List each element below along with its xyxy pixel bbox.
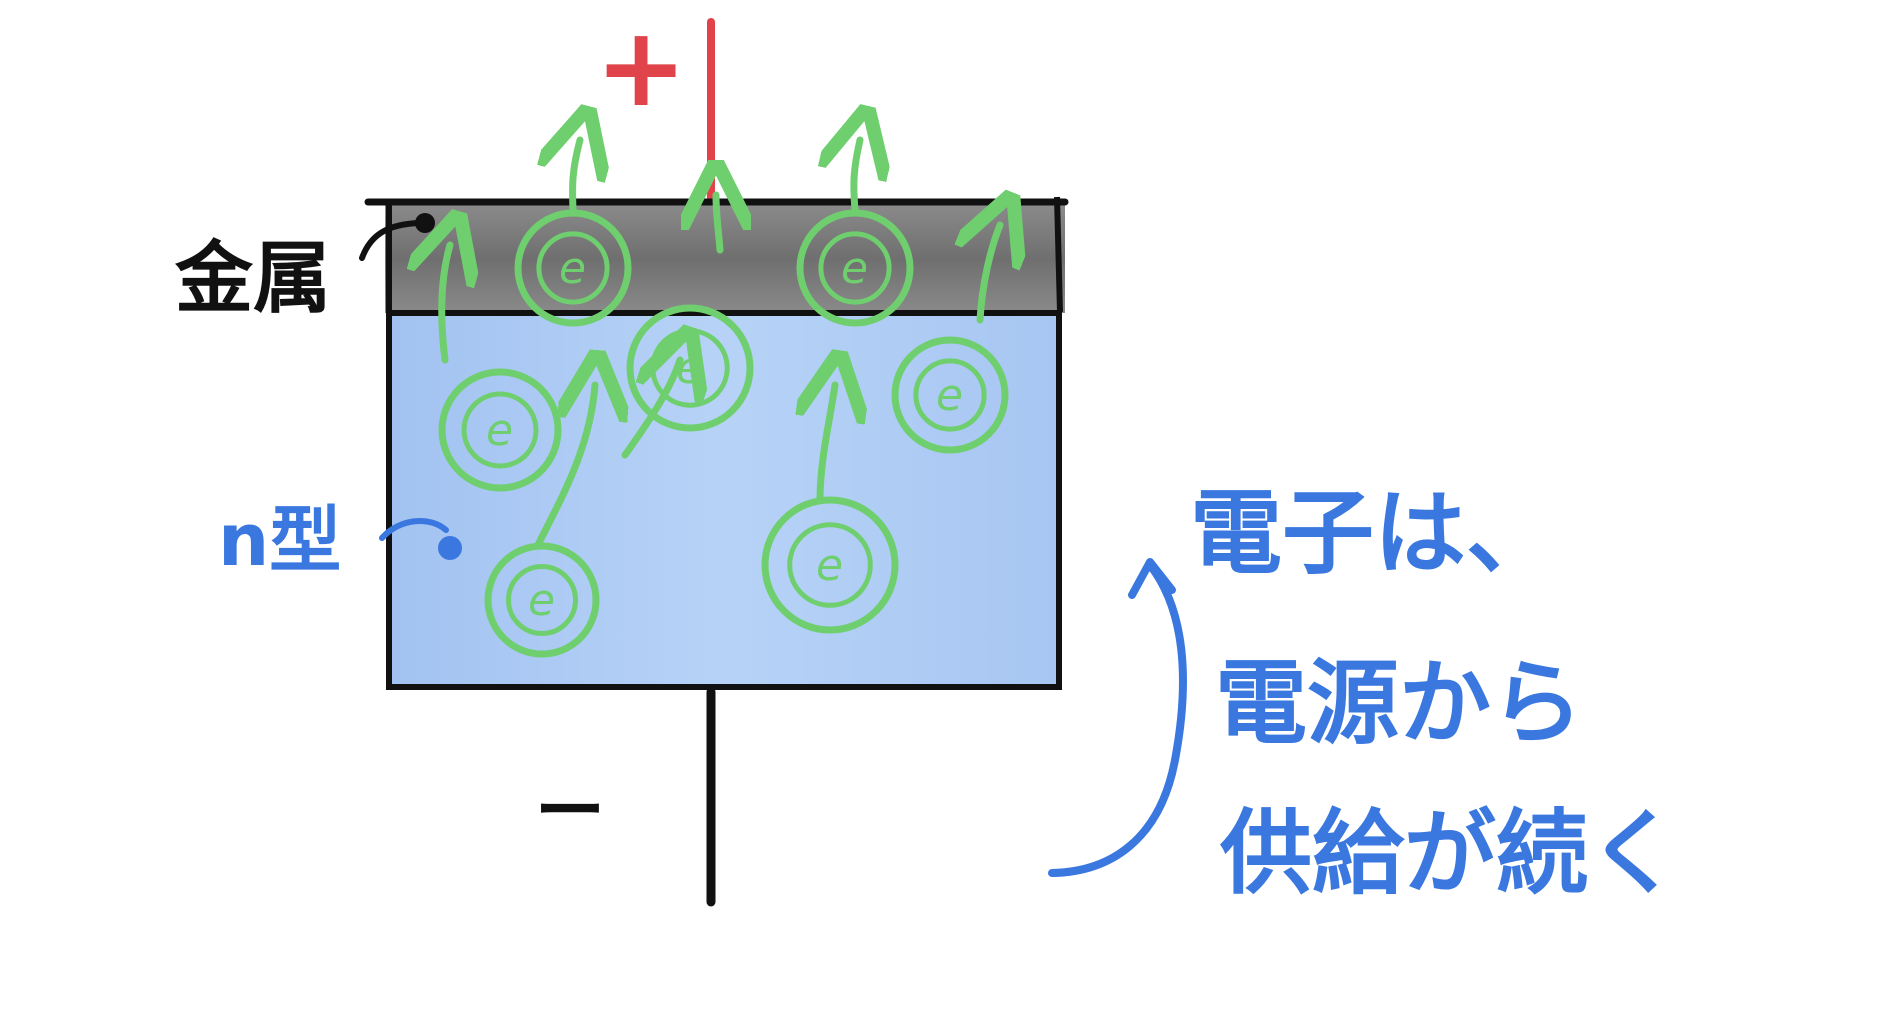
n-type-pointer-line	[379, 517, 449, 541]
metal-right-edge	[1054, 196, 1063, 313]
electron-circle	[438, 368, 562, 492]
plus-sign: +	[595, 3, 687, 131]
note-line-3: 供給が続く	[1220, 800, 1680, 907]
electron-circle	[761, 496, 899, 634]
metal-pointer-dot	[415, 213, 435, 233]
electron-inner-ring	[787, 522, 873, 608]
electron-symbol: e	[841, 243, 868, 294]
electron-symbol: e	[816, 540, 843, 591]
electron-symbol: e	[486, 405, 513, 456]
note-line-2: 電源から	[1215, 650, 1583, 757]
metal-pointer-line	[359, 220, 423, 261]
electron-inner-ring	[913, 358, 987, 432]
n-type-outline	[386, 310, 1062, 690]
electron-inner-ring	[536, 231, 610, 305]
n-type-label: n型	[218, 498, 341, 582]
electron-flow-arrow	[442, 245, 450, 364]
electron-inner-ring	[818, 231, 892, 305]
electron-flow-arrow	[820, 385, 835, 504]
note-line-1: 電子は、	[1190, 480, 1558, 587]
electron-flow-arrow	[854, 140, 860, 214]
electron-flow-arrow	[573, 140, 580, 214]
metal-label: 金属	[174, 234, 331, 324]
electron-flow-arrow	[621, 360, 680, 459]
electron-circle	[891, 336, 1009, 454]
metal-layer	[385, 205, 1065, 313]
electron-inner-ring	[461, 391, 539, 469]
supply-arrow	[1048, 561, 1187, 877]
electron-inner-ring	[506, 564, 578, 636]
electron-flow-arrow	[716, 195, 720, 254]
electron-circle	[484, 542, 600, 658]
minus-sign: ー	[535, 770, 605, 852]
electron-symbol: e	[936, 370, 963, 421]
supply-arrow-head	[1128, 558, 1176, 599]
n-type-pointer-dot	[438, 536, 462, 560]
electron-flow-arrow	[534, 385, 595, 549]
electron-symbol: e	[528, 575, 555, 626]
electron-symbol: e	[559, 243, 586, 294]
electron-flow-arrow	[980, 225, 1000, 324]
